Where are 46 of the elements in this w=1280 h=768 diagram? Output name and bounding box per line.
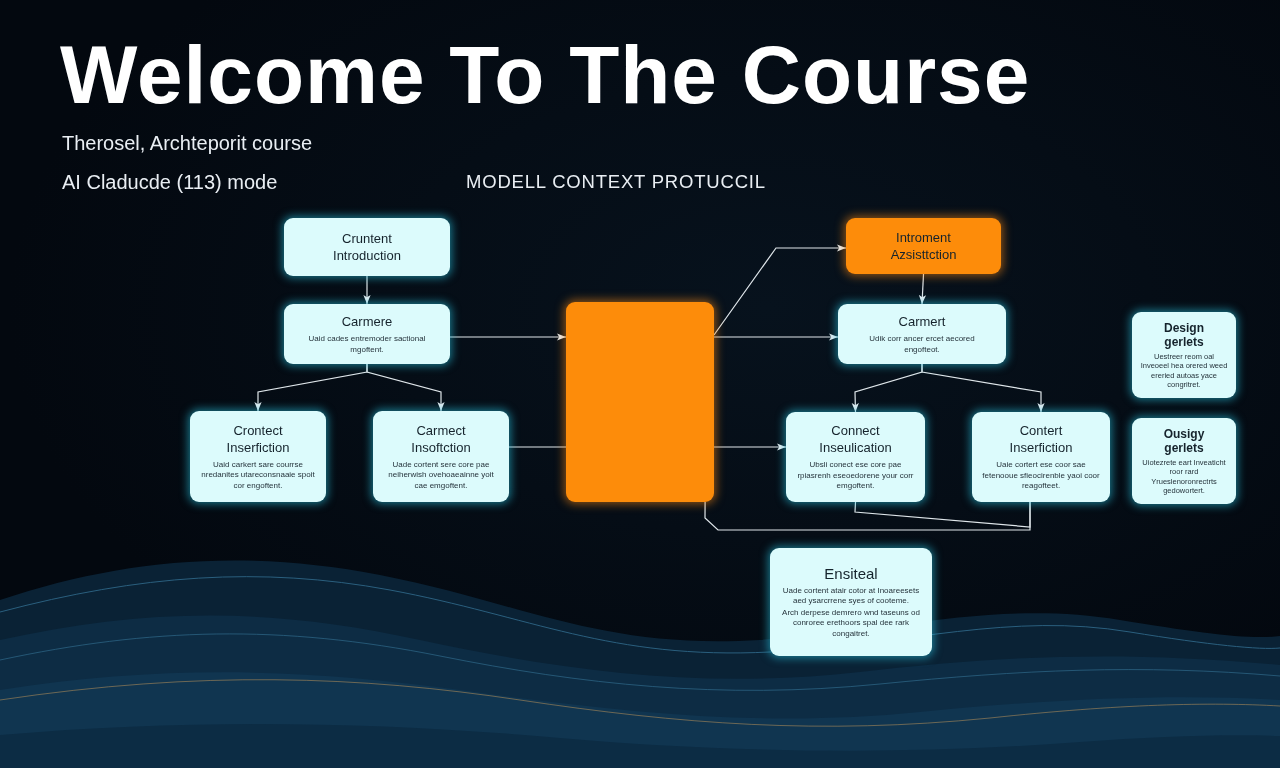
process-block: [566, 302, 714, 502]
arrow: [918, 273, 927, 305]
box-description: Uaie cortert ese coor sae fetenooue sfieocirenble yaoi coor reagofteet.: [981, 460, 1101, 492]
box-title: Carmect Insoftction: [410, 421, 472, 456]
arrow: [449, 333, 567, 341]
subtitle: Therosel, Archteporit course: [62, 131, 313, 155]
arrow: [363, 275, 371, 305]
arrow: [713, 443, 787, 451]
arrow: [713, 333, 839, 341]
process-box: [846, 218, 1001, 274]
box-description: Ubsli conect ese core pae rpiasrenh eseoedorene your corr emgoftent.: [796, 460, 915, 492]
box-description: Arch derpese demrero wnd taseuns od conroree erethoors spal dee rark congaitret.: [781, 607, 921, 640]
process-box: [838, 304, 1006, 364]
box-description: Udik corr ancer ercet aecored engofteot.: [868, 334, 976, 355]
box-title: Ensiteal: [824, 564, 878, 582]
process-box: [284, 218, 450, 276]
box-title: Carmert: [898, 313, 946, 330]
process-box: [1132, 418, 1236, 504]
process-box: [373, 411, 509, 502]
subtitle: AI Claducde (113) mode: [62, 170, 278, 194]
box-title: Cruntent Introduction: [332, 230, 402, 264]
connector-line: [854, 501, 1031, 528]
box-description: Uaid carkert sare courrse nredanites utareconsnaaie spoit cor engoftent.: [200, 459, 316, 492]
box-title: Ousigy gerlets: [1162, 426, 1206, 455]
process-box: [972, 412, 1110, 502]
box-title: Introment Azsisttction: [889, 229, 958, 263]
process-box: [190, 411, 326, 502]
process-box: [770, 548, 932, 656]
arrow: [921, 363, 1045, 413]
box-description: Uaid cades entremoder sactional mgoftent.: [308, 334, 426, 355]
box-title: Design gerlets: [1163, 320, 1205, 349]
diagram-heading: MODELL CONTEXT PROTUCCIL: [466, 171, 766, 194]
box-title: Crontect Inserfiction: [225, 421, 291, 456]
box-title: Carmere: [341, 313, 393, 330]
box-title: Contert Inserfiction: [1008, 422, 1074, 457]
page-title: Welcome To The Course: [60, 34, 1031, 116]
arrow: [713, 244, 847, 336]
connector-line: [704, 501, 1031, 531]
box-description: Uade cortent atair cotor at Inoareesets aed ysarcrrene syes of cooteme.: [781, 585, 921, 607]
process-box: [284, 304, 450, 364]
box-description: Uade cortent sere core pae neiherwish ovehoaeainne yoit cae emgoftent.: [387, 459, 495, 492]
box-title: Connect Inseulication: [818, 422, 893, 457]
process-box: [786, 412, 925, 502]
connector-line: [508, 446, 567, 448]
arrow: [366, 363, 445, 412]
process-box: [1132, 312, 1236, 398]
